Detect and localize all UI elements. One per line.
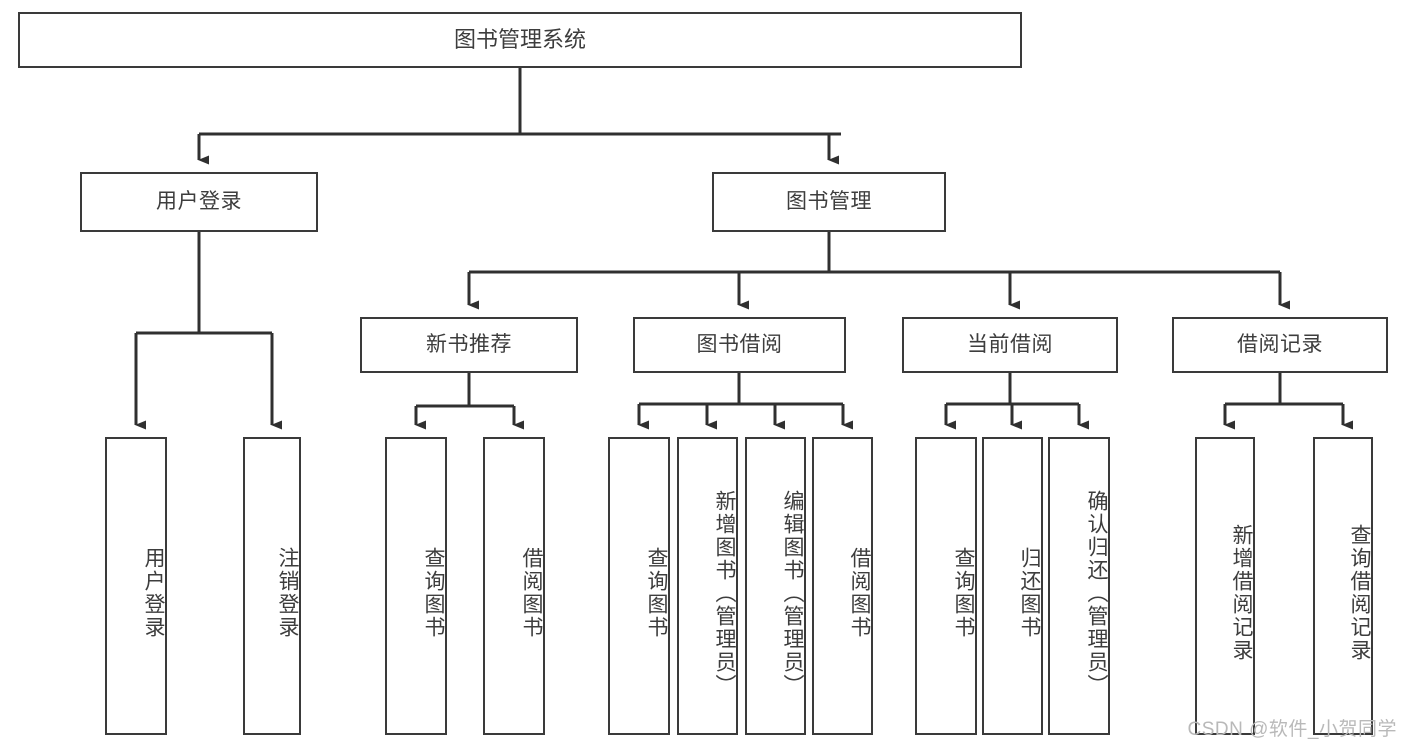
node-user-login-label: 用户登录 — [156, 189, 242, 213]
node-root-label: 图书管理系统 — [453, 27, 586, 53]
leaf-node-label: 查询借阅记录 — [1348, 524, 1371, 662]
leaf-node-label: 注销登录 — [276, 547, 299, 639]
node-user-login[interactable]: 用户登录 — [80, 172, 318, 232]
leaf-node[interactable]: 查询图书 — [385, 437, 447, 735]
leaf-node-label: 查询图书 — [645, 547, 668, 639]
leaf-node[interactable]: 查询借阅记录 — [1313, 437, 1373, 735]
node-root[interactable]: 图书管理系统 — [18, 12, 1022, 68]
leaf-node-label: 查询图书 — [422, 547, 445, 639]
node-borrow-record-label: 借阅记录 — [1237, 332, 1323, 356]
leaf-node-label: 新增图书（管理员） — [713, 489, 736, 697]
leaf-node-label: 借阅图书 — [520, 547, 543, 639]
leaf-node[interactable]: 借阅图书 — [812, 437, 873, 735]
leaf-node-label: 借阅图书 — [848, 547, 871, 639]
leaf-node[interactable]: 新增图书（管理员） — [677, 437, 738, 735]
leaf-node[interactable]: 新增借阅记录 — [1195, 437, 1255, 735]
node-new-book-recommend-label: 新书推荐 — [426, 332, 512, 356]
leaf-node[interactable]: 查询图书 — [608, 437, 670, 735]
node-current-borrow-label: 当前借阅 — [967, 332, 1053, 356]
node-current-borrow[interactable]: 当前借阅 — [902, 317, 1118, 373]
leaf-node[interactable]: 编辑图书（管理员） — [745, 437, 806, 735]
leaf-node-label: 查询图书 — [952, 547, 975, 639]
leaf-node[interactable]: 注销登录 — [243, 437, 301, 735]
node-book-borrow-label: 图书借阅 — [696, 332, 783, 356]
leaf-node-label: 归还图书 — [1018, 547, 1041, 639]
node-new-book-recommend[interactable]: 新书推荐 — [360, 317, 578, 373]
leaf-node-label: 用户登录 — [142, 547, 165, 639]
leaf-node-label: 新增借阅记录 — [1230, 524, 1253, 662]
node-book-management-label: 图书管理 — [786, 189, 872, 213]
node-borrow-record[interactable]: 借阅记录 — [1172, 317, 1388, 373]
leaf-node[interactable]: 确认归还（管理员） — [1048, 437, 1110, 735]
watermark: CSDN @软件_小贺同学 — [1187, 719, 1397, 740]
leaf-node-label: 确认归还（管理员） — [1085, 489, 1108, 697]
leaf-node-label: 编辑图书（管理员） — [781, 489, 804, 697]
leaf-node[interactable]: 查询图书 — [915, 437, 977, 735]
node-book-borrow[interactable]: 图书借阅 — [633, 317, 846, 373]
node-book-management[interactable]: 图书管理 — [712, 172, 946, 232]
leaf-node[interactable]: 归还图书 — [982, 437, 1043, 735]
leaf-node[interactable]: 用户登录 — [105, 437, 167, 735]
leaf-node[interactable]: 借阅图书 — [483, 437, 545, 735]
